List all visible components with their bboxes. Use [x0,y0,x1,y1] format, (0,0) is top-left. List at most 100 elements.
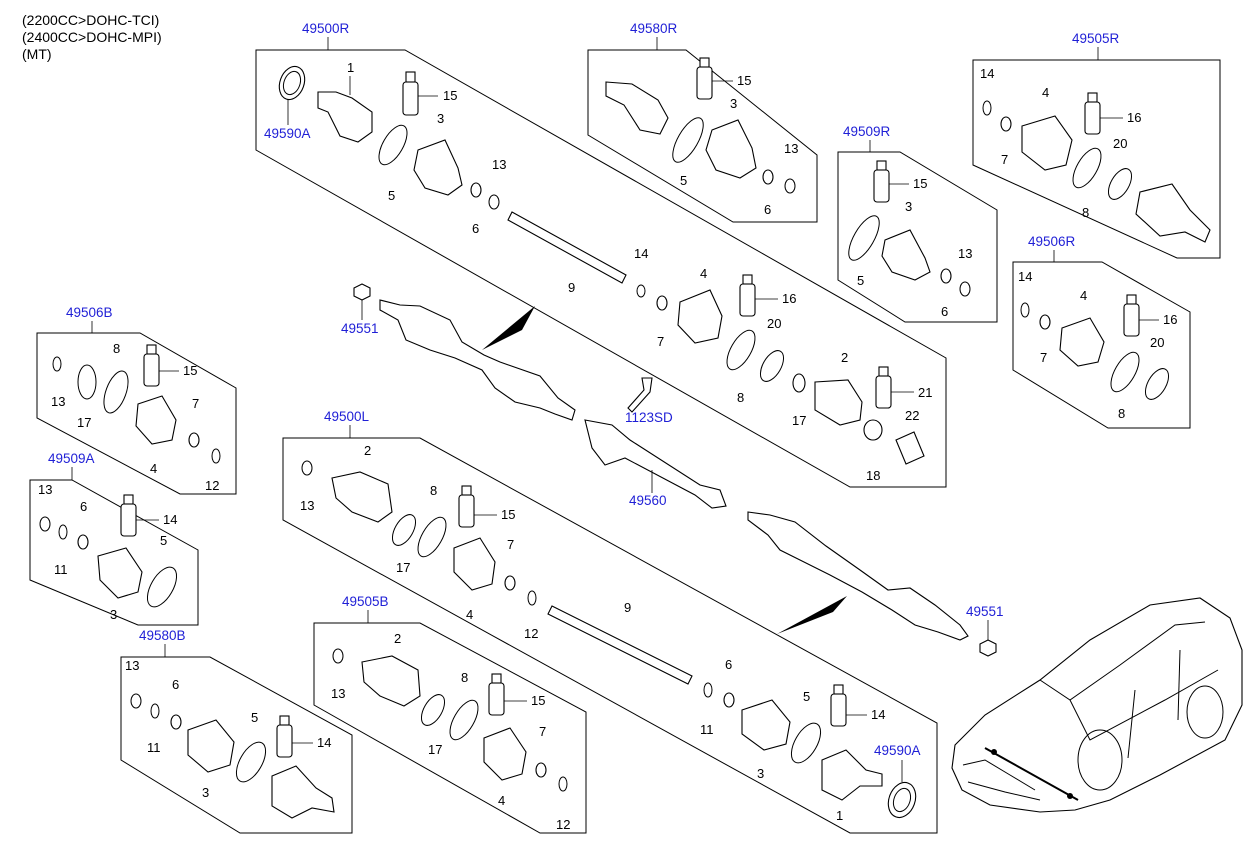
boot-band [146,566,178,608]
part-number: 6 [172,677,179,692]
part-number: 5 [160,533,167,548]
transmission-spec: (MT) [22,46,52,62]
grease-tube [1084,101,1101,135]
group-box-49505B [313,622,587,834]
part-number: 5 [251,710,258,725]
inner-cv-joint [361,655,421,707]
group-box-49500L [282,437,938,834]
outer-cv-joint [605,81,669,135]
part-number: 13 [300,498,314,513]
boot-clamp [656,295,668,311]
group-label-49509R[interactable]: 49509R [843,124,891,139]
part-number: 7 [1040,350,1047,365]
boot-band [759,350,785,382]
boot-clamp [188,432,200,448]
group-label-49500R[interactable]: 49500R [302,21,350,36]
clip [527,590,537,606]
clip [301,460,313,476]
part-number: 4 [150,461,157,476]
group-label-49505B[interactable]: 49505B [342,594,389,609]
part-number: 21 [918,385,932,400]
cv-boot [413,139,463,196]
group-box-49509R [837,151,998,323]
boot-clamp [792,373,806,393]
right-drive-shaft-assembly [379,299,576,421]
part-number: 13 [958,246,972,261]
group-label-49506B[interactable]: 49506B [66,305,113,320]
ref-1123SD[interactable]: 1123SD [625,410,673,425]
boot-band [391,514,417,546]
boot-band [1107,168,1133,200]
clip [784,178,796,194]
part-number: 8 [461,670,468,685]
boot-clamp [535,762,547,778]
grease-cap [146,344,157,355]
engine-spec-1: (2200CC>DOHC-TCI) [22,12,160,28]
part-number: 13 [38,482,52,497]
part-number: 6 [764,202,771,217]
boot-clamp [1000,116,1012,132]
part-number: 18 [866,468,880,483]
grease-tube [873,169,890,203]
boot-band [790,722,822,764]
vehicle-illustration [951,597,1243,813]
nut [353,283,371,301]
part-number: 20 [1113,136,1127,151]
nut [979,639,997,657]
boot-band [1110,351,1140,393]
part-number: 3 [110,607,117,622]
part-number: 4 [1080,288,1087,303]
part-number: 4 [466,607,473,622]
grease-tube [696,66,713,100]
ref-49551-right[interactable]: 49551 [966,604,1004,619]
part-number: 2 [364,443,371,458]
clip [52,356,62,372]
part-number: 3 [202,785,209,800]
drive-shaft [507,211,627,284]
part-number: 4 [498,793,505,808]
part-number: 15 [501,507,515,522]
group-label-49505R[interactable]: 49505R [1072,31,1120,46]
part-number: 13 [492,157,506,172]
grease-tube [488,682,505,716]
part-number: 16 [782,291,796,306]
boot-band [103,370,129,414]
part-number: 20 [1150,335,1164,350]
part-number: 14 [163,512,177,527]
grease-cap [742,274,753,285]
clip [150,703,160,719]
grease-tube [830,693,847,727]
group-label-49506R[interactable]: 49506R [1028,234,1076,249]
part-number: 12 [205,478,219,493]
clip [211,448,221,464]
boot-clamp [723,692,735,708]
ref-49590A[interactable]: 49590A [874,743,921,758]
part-number: 5 [857,273,864,288]
boot-clamp [504,575,516,591]
section-marker-bottom [777,596,847,634]
tone-ring-inner [892,787,912,813]
group-label-49509A[interactable]: 49509A [48,451,95,466]
part-number: 14 [634,246,648,261]
part-number: 17 [77,415,91,430]
part-number: 4 [700,266,707,281]
part-number: 6 [472,221,479,236]
ref-49590A[interactable]: 49590A [264,126,311,141]
part-number: 8 [113,341,120,356]
part-number: 14 [871,707,885,722]
boot-clamp [77,534,89,550]
boot-band [449,699,479,741]
ref-49551-left[interactable]: 49551 [341,321,379,336]
boot-band [848,215,880,261]
group-box-49580B [120,656,353,834]
ref-49560[interactable]: 49560 [629,493,667,508]
bearing-sleeve [895,431,925,465]
intermediate-shaft [584,419,727,509]
part-number: 5 [803,689,810,704]
group-label-49580B[interactable]: 49580B [139,628,186,643]
group-label-49500L[interactable]: 49500L [324,409,370,424]
part-number: 22 [905,408,919,423]
part-number: 7 [192,396,199,411]
group-label-49580R[interactable]: 49580R [630,21,678,36]
grease-cap [878,366,889,377]
